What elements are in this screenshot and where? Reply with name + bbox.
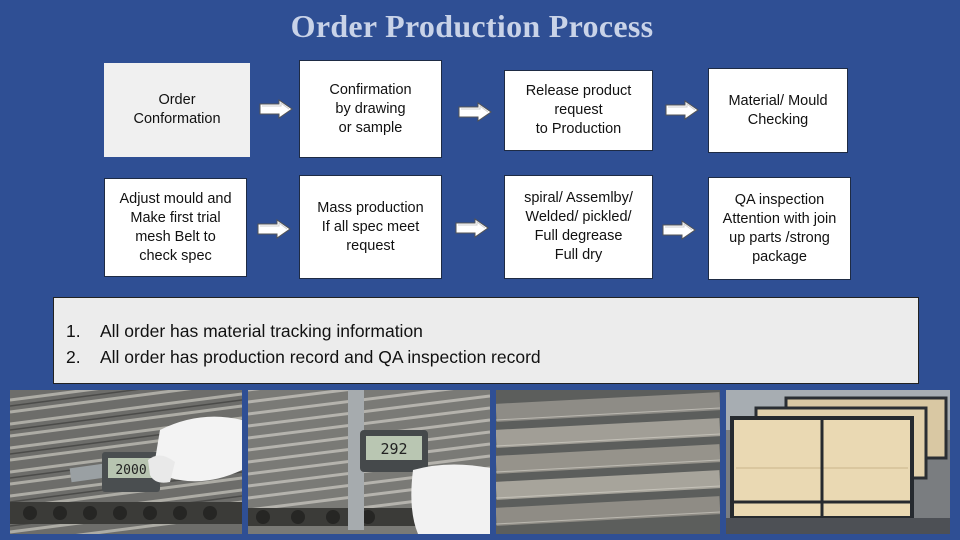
- step-qa-inspection: QA inspection Attention with join up par…: [708, 177, 851, 280]
- step-order-conformation: Order Conformation: [104, 63, 250, 157]
- note-item: 2.All order has production record and QA…: [66, 347, 541, 367]
- step-assembly-finish: spiral/ Assemlby/ Welded/ pickled/ Full …: [504, 175, 653, 279]
- page-title: Order Production Process: [290, 8, 654, 44]
- notes-panel: 1.All order has material tracking inform…: [53, 297, 919, 384]
- photo-wooden-packages: [726, 390, 950, 534]
- photo-caliper-measure-1: 2000: [10, 390, 242, 534]
- step-adjust-mould: Adjust mould and Make first trial mesh B…: [104, 178, 247, 277]
- arrow-right-icon: [665, 100, 699, 120]
- step-mass-production: Mass production If all spec meet request: [299, 175, 442, 279]
- arrow-right-icon: [455, 218, 489, 238]
- arrow-right-icon: [458, 102, 492, 122]
- caliper-display-2: 292: [380, 440, 407, 458]
- note-item: 1.All order has material tracking inform…: [66, 321, 423, 341]
- step-material-check: Material/ Mould Checking: [708, 68, 848, 153]
- step-release-request: Release product request to Production: [504, 70, 653, 151]
- arrow-right-icon: [259, 99, 293, 119]
- caliper-display-1: 2000: [115, 463, 146, 478]
- arrow-right-icon: [257, 219, 291, 239]
- photo-spiral-belts: [496, 390, 720, 534]
- arrow-right-icon: [662, 220, 696, 240]
- photo-caliper-measure-2: 292: [248, 390, 490, 534]
- step-confirmation: Confirmation by drawing or sample: [299, 60, 442, 158]
